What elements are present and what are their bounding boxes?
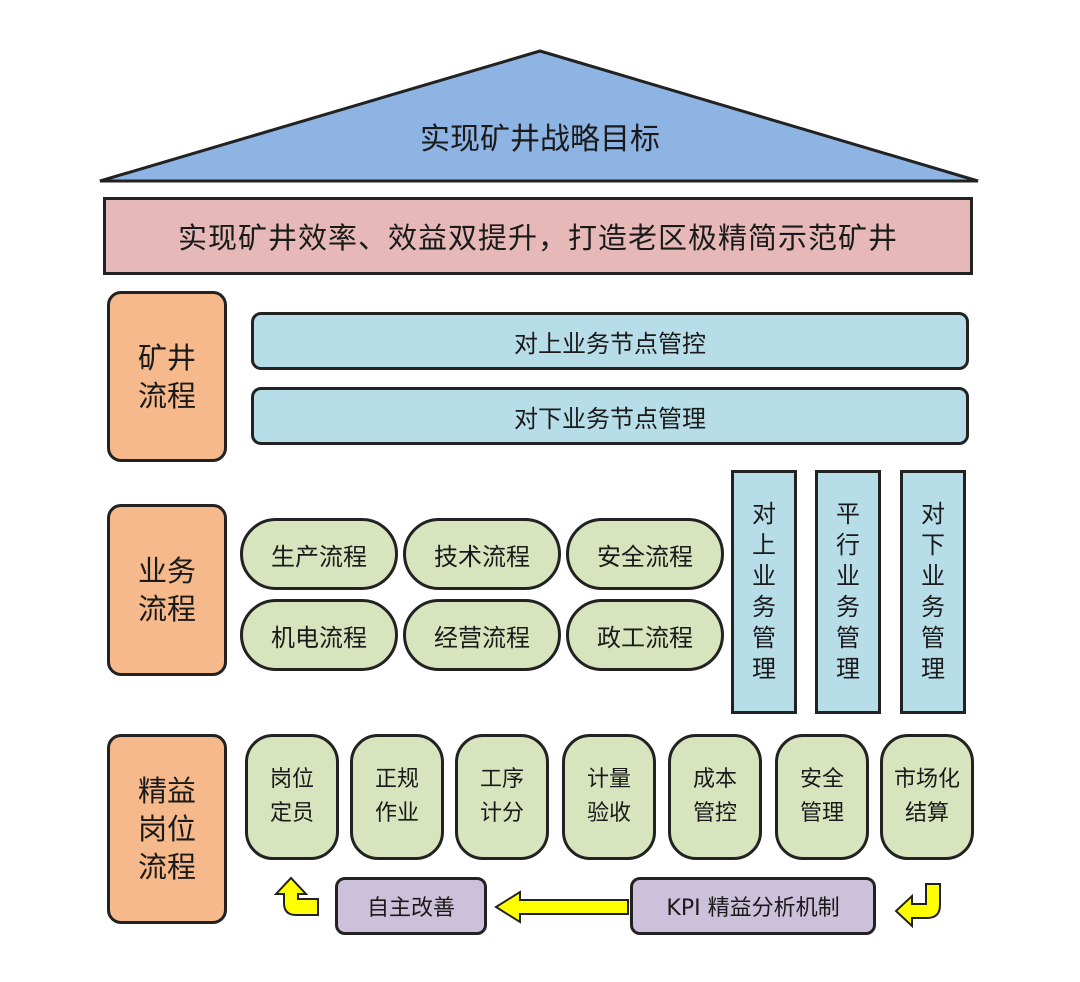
safety-process-pill: 安全流程	[566, 518, 724, 590]
metering-acceptance-column: 计量 验收	[562, 734, 656, 860]
technology-process-pill: 技术流程	[403, 518, 561, 590]
lean-post-process-label: 精益 岗位 流程	[107, 734, 227, 924]
safety-management-column: 安全 管理	[775, 734, 869, 860]
cost-control-column: 成本 管控	[668, 734, 762, 860]
upper-node-control-bar: 对上业务节点管控	[251, 312, 969, 370]
electromechanical-process-pill: 机电流程	[240, 599, 398, 671]
roof-triangle	[99, 49, 979, 183]
process-scoring-column: 工序 计分	[455, 734, 549, 860]
political-work-process-pill: 政工流程	[566, 599, 724, 671]
production-process-pill: 生产流程	[240, 518, 398, 590]
self-improvement-box: 自主改善	[335, 877, 487, 935]
parallel-business-management-box: 平 行 业 务 管 理	[815, 470, 881, 714]
efficiency-banner: 实现矿井效率、效益双提升，打造老区极精简示范矿井	[103, 197, 973, 275]
kpi-lean-analysis-box: KPI 精益分析机制	[630, 877, 876, 935]
upward-business-management-box: 对 上 业 务 管 理	[731, 470, 797, 714]
post-staffing-column: 岗位 定员	[245, 734, 339, 860]
curved-down-arrow-icon	[894, 883, 941, 929]
business-process-label: 业务 流程	[107, 504, 227, 676]
strategic-goal-title: 实现矿井战略目标	[420, 122, 660, 157]
standard-operation-column: 正规 作业	[350, 734, 444, 860]
operation-process-pill: 经营流程	[403, 599, 561, 671]
left-arrow-icon	[494, 890, 629, 924]
lower-node-management-bar: 对下业务节点管理	[251, 387, 969, 445]
mine-process-label: 矿井 流程	[107, 291, 227, 462]
market-settlement-column: 市场化 结算	[880, 734, 974, 860]
downward-business-management-box: 对 下 业 务 管 理	[900, 470, 966, 714]
curved-up-arrow-icon	[273, 876, 319, 916]
